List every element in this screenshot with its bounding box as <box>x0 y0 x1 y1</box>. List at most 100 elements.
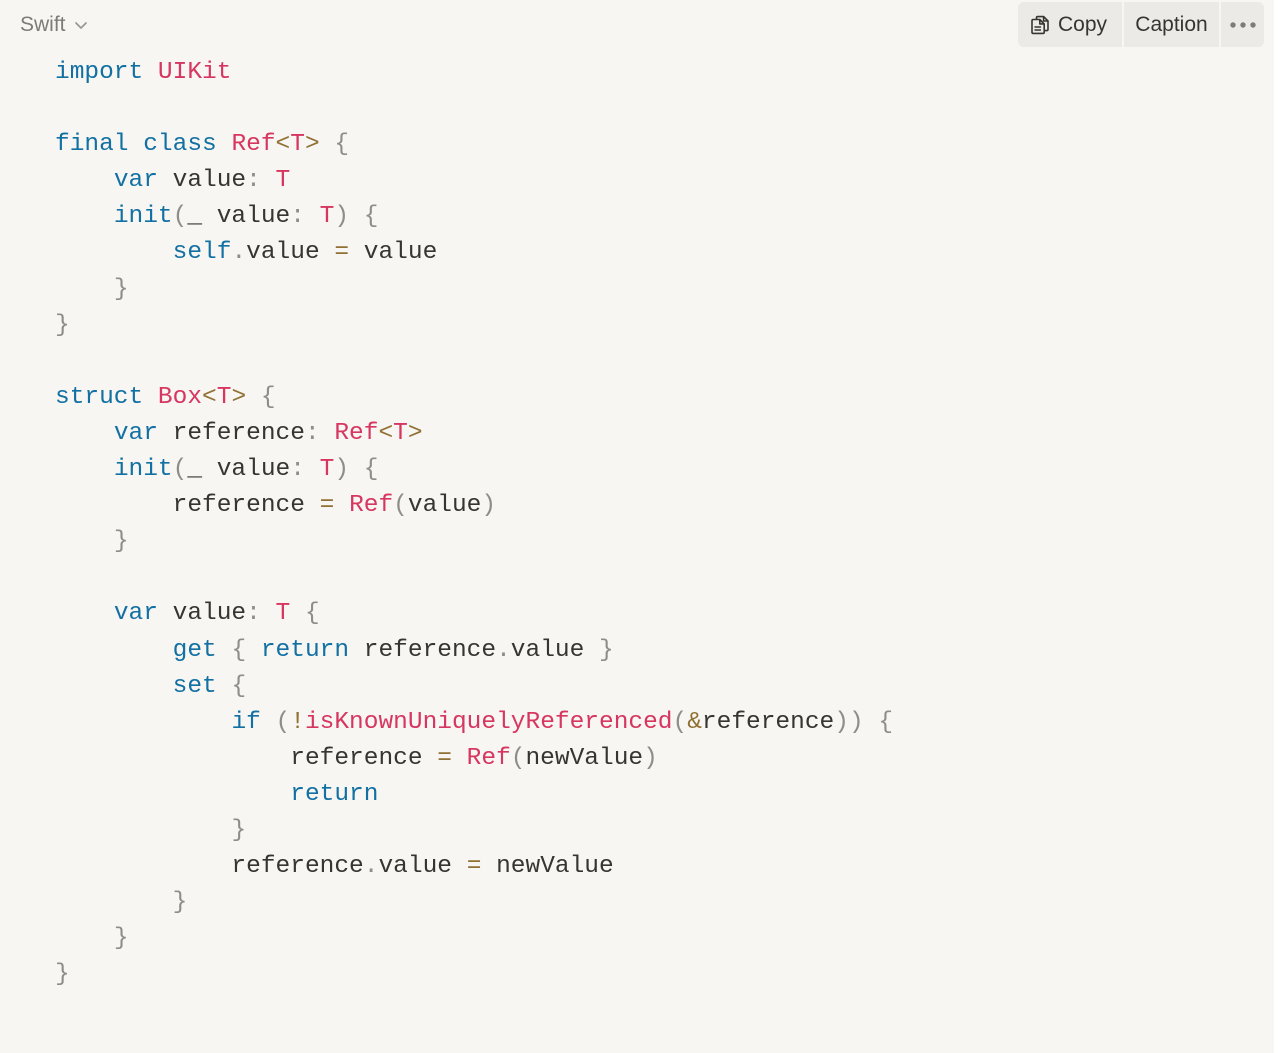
code-token: value <box>246 239 335 267</box>
code-token: { <box>260 383 276 411</box>
code-token <box>349 203 364 230</box>
code-token: ( <box>510 744 526 772</box>
code-token: } <box>172 889 188 917</box>
more-options-button[interactable] <box>1219 2 1264 47</box>
code-token <box>320 131 335 158</box>
code-token: return <box>260 636 350 664</box>
code-token <box>55 600 114 627</box>
code-token <box>246 384 261 411</box>
code-token <box>261 709 276 736</box>
caption-label: Caption <box>1135 12 1208 36</box>
code-token <box>246 637 261 664</box>
more-horizontal-icon <box>1229 21 1256 28</box>
code-line: } <box>55 524 893 560</box>
code-line: } <box>55 813 893 849</box>
code-token: struct <box>55 383 144 411</box>
caption-button[interactable]: Caption <box>1122 2 1219 47</box>
code-token <box>55 925 114 952</box>
code-line <box>55 560 893 596</box>
copy-button[interactable]: Copy <box>1018 2 1122 47</box>
code-token: _ value <box>187 456 291 484</box>
code-token <box>55 673 173 700</box>
code-token: ( <box>393 492 408 520</box>
code-token: : <box>290 203 305 231</box>
code-token: ( <box>275 708 291 736</box>
code-token <box>55 167 114 194</box>
code-token: } <box>231 816 247 844</box>
code-token: : <box>246 167 261 195</box>
code-token: var <box>113 600 158 628</box>
copy-label: Copy <box>1058 12 1108 36</box>
code-token: T <box>319 203 335 231</box>
code-token: final <box>55 131 129 159</box>
code-token: value <box>510 636 600 664</box>
code-line: return <box>55 777 893 813</box>
code-token: T <box>290 131 305 159</box>
code-token: var <box>113 419 158 447</box>
code-token: ( <box>172 456 188 484</box>
code-token: reference <box>55 853 364 881</box>
code-line: import UIKit <box>55 55 893 91</box>
code-token: value <box>157 600 247 628</box>
code-token: T <box>275 167 291 195</box>
code-token: value <box>378 853 467 881</box>
code-token: T <box>216 383 232 411</box>
code-line: reference = Ref(newValue) <box>55 741 893 777</box>
code-token: newValue <box>525 744 644 772</box>
code-token: init <box>113 456 173 484</box>
code-token: Ref <box>231 131 276 159</box>
code-token <box>55 420 114 447</box>
code-token <box>864 709 879 736</box>
code-line: struct Box<T> { <box>55 380 893 416</box>
language-dropdown[interactable]: Swift <box>20 9 89 41</box>
code-line: } <box>55 272 893 308</box>
code-token: _ value <box>187 203 291 231</box>
code-token: Box <box>157 383 203 411</box>
code-token <box>55 817 231 844</box>
code-token: : <box>304 419 320 447</box>
code-token <box>452 745 467 772</box>
code-token: )) <box>834 708 864 736</box>
code-token: ( <box>172 203 188 231</box>
code-token: ) <box>481 492 497 520</box>
code-token: } <box>113 275 129 303</box>
code-token: Ref <box>466 744 511 772</box>
code-token: < <box>378 419 394 447</box>
copy-icon <box>1031 15 1049 34</box>
code-token <box>143 59 158 86</box>
code-line: set { <box>55 669 893 705</box>
code-toolbar: Copy Caption <box>1018 2 1264 47</box>
code-token: > <box>231 383 247 411</box>
code-token: isKnownUniquelyReferenced <box>304 708 673 736</box>
code-token <box>217 637 232 664</box>
code-token: Ref <box>334 419 379 447</box>
code-token: reference <box>349 636 497 664</box>
code-token <box>320 420 335 447</box>
code-token: { <box>363 456 379 484</box>
code-token <box>217 673 232 700</box>
code-token: < <box>202 383 217 411</box>
code-token <box>55 709 231 736</box>
code-line: init(_ value: T) { <box>55 199 893 235</box>
code-token: T <box>275 600 291 628</box>
code-token: class <box>143 131 217 159</box>
code-token: T <box>393 419 408 447</box>
code-token: > <box>407 419 423 447</box>
code-token: reference <box>157 419 305 447</box>
code-line: var value: T <box>55 163 893 199</box>
code-line: reference.value = newValue <box>55 849 893 885</box>
code-line: var reference: Ref<T> <box>55 416 893 452</box>
code-token: T <box>319 456 335 484</box>
code-token: Ref <box>349 492 394 520</box>
code-token: self <box>172 239 232 267</box>
code-token: value <box>407 492 482 520</box>
code-token: set <box>172 672 217 700</box>
code-token <box>55 528 114 555</box>
code-line: } <box>55 921 893 957</box>
code-token: { <box>334 131 350 159</box>
code-token <box>305 203 320 230</box>
code-line: } <box>55 308 893 344</box>
code-token: value <box>349 239 438 267</box>
